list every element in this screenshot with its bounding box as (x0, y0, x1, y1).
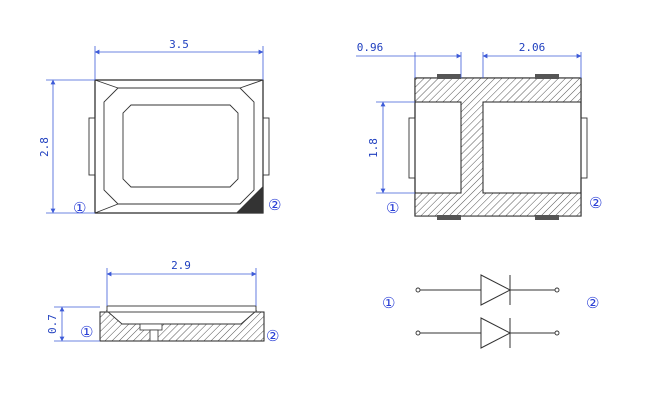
pad-notch (437, 215, 461, 220)
top-view-lens-outer (103, 87, 255, 205)
side-view-cavity (105, 310, 258, 325)
side-view-chip (139, 323, 163, 331)
top-view-lens-inner (122, 104, 239, 188)
pin2-label: ② (586, 294, 599, 312)
bottom-view-pad (414, 77, 582, 217)
bottom-right-label: 2.06 (519, 41, 546, 54)
schematic: ① ② (382, 274, 599, 349)
bottom-left-label: 0.96 (357, 41, 384, 54)
pad-notch (535, 74, 559, 79)
top-view-right-tab (262, 117, 270, 176)
pin1-label: ① (80, 323, 93, 341)
side-view-slot (149, 329, 159, 342)
top-view-corner (239, 79, 264, 89)
pin2-label: ② (589, 194, 602, 212)
pad-notch (535, 215, 559, 220)
pin1-label: ① (386, 199, 399, 217)
side-height-label: 0.7 (46, 314, 59, 334)
bottom-height-label: 1.8 (367, 138, 380, 158)
side-view: 2.9 0.7 ① ② (46, 259, 279, 345)
side-width-label: 2.9 (171, 259, 191, 272)
pin1-label: ① (382, 294, 395, 312)
bottom-view-right-tab (580, 117, 588, 179)
diode-symbol (415, 274, 560, 306)
pin2-label: ② (268, 196, 281, 214)
top-height-label: 2.8 (38, 137, 51, 157)
diode-symbol (415, 317, 560, 349)
top-view-left-tab (88, 117, 96, 176)
polarity-mark (236, 186, 263, 213)
bottom-view: 0.96 2.06 1.8 ① ② (356, 41, 602, 220)
pin1-label: ① (73, 199, 86, 217)
top-width-label: 3.5 (169, 38, 189, 51)
pad-notch (437, 74, 461, 79)
bottom-view-left-tab (408, 117, 416, 179)
top-view: 3.5 2.8 ① ② (38, 38, 281, 217)
pin2-label: ② (266, 327, 279, 345)
side-view-lens (106, 305, 257, 313)
top-view-corner (94, 79, 119, 89)
top-view-corner (94, 203, 119, 214)
